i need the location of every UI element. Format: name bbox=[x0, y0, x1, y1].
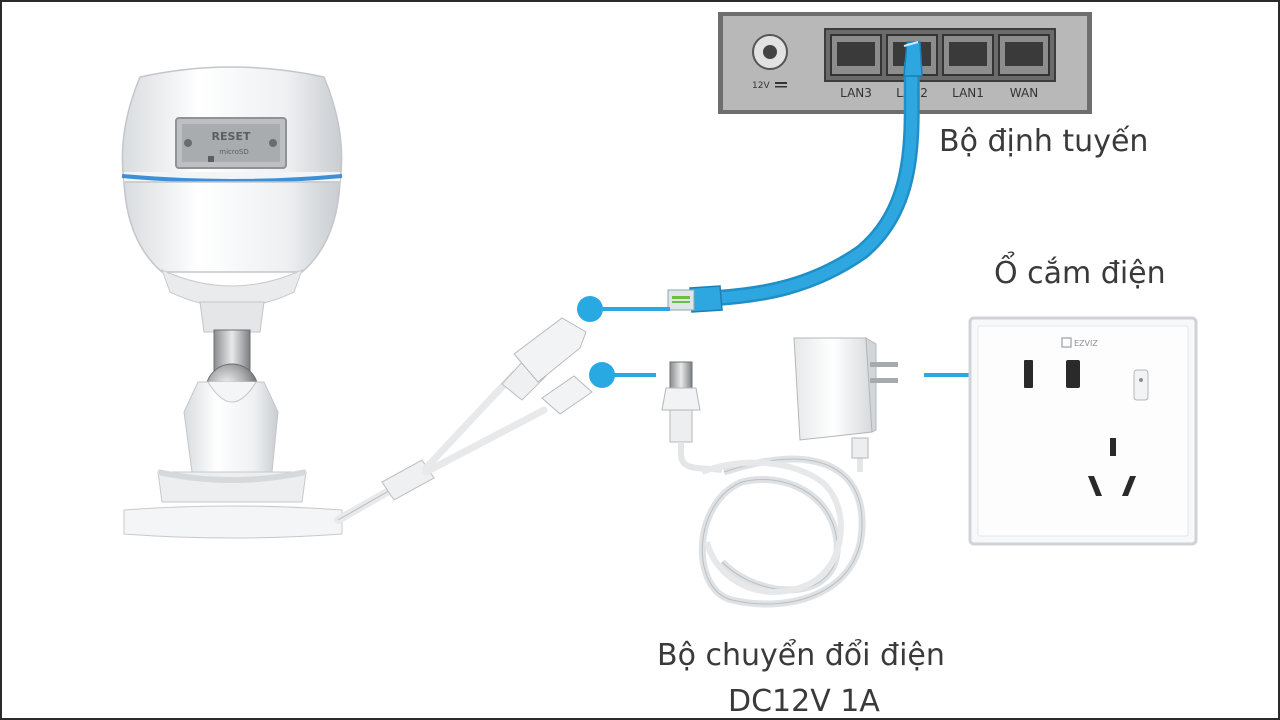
dot-dc bbox=[589, 362, 615, 388]
adapter-body bbox=[793, 337, 873, 441]
rj45-socket-camera bbox=[513, 317, 587, 383]
outlet-slot bbox=[1024, 360, 1033, 388]
ethernet-cable bbox=[667, 41, 923, 313]
dc-socket-camera bbox=[541, 375, 593, 415]
outlet-switch bbox=[1133, 369, 1149, 401]
adapter-prong bbox=[870, 378, 898, 383]
wall-outlet: EZVIZ bbox=[968, 316, 1198, 546]
router-caption: Bộ định tuyến bbox=[939, 124, 1149, 159]
outlet-slot bbox=[1110, 438, 1116, 456]
outlet-slot bbox=[1122, 476, 1136, 496]
ethernet-port-lan1 bbox=[942, 34, 994, 76]
status-light-ring bbox=[121, 174, 343, 183]
brand-logo-icon bbox=[1061, 337, 1072, 348]
adapter-prong bbox=[870, 362, 898, 367]
rj45-plug-camera bbox=[667, 289, 695, 311]
port-label-lan1: LAN1 bbox=[952, 86, 984, 100]
rj45-plug-router bbox=[903, 41, 923, 77]
reset-label: RESET bbox=[212, 130, 251, 143]
port-label-lan3: LAN3 bbox=[840, 86, 872, 100]
adapter-caption-line2: DC12V 1A bbox=[728, 684, 880, 719]
outlet-slot bbox=[1088, 476, 1102, 496]
rj45-boot bbox=[689, 285, 723, 313]
security-camera: RESET microSD bbox=[121, 66, 343, 539]
outlet-brand: EZVIZ bbox=[1074, 339, 1098, 348]
dc-barrel-plug bbox=[669, 361, 693, 389]
outlet-caption: Ổ cắm điện bbox=[994, 256, 1166, 291]
microsd-label: microSD bbox=[219, 148, 248, 156]
ethernet-port-lan3 bbox=[830, 34, 882, 76]
port-label-wan: WAN bbox=[1010, 86, 1038, 100]
adapter-caption-line1: Bộ chuyển đổi điện bbox=[657, 638, 945, 673]
power-label: 12V bbox=[752, 81, 770, 91]
dot-ethernet bbox=[577, 296, 603, 322]
camera-pigtail bbox=[334, 317, 593, 524]
power-adapter bbox=[661, 337, 898, 608]
outlet-slot bbox=[1066, 360, 1080, 388]
ethernet-port-wan bbox=[998, 34, 1050, 76]
